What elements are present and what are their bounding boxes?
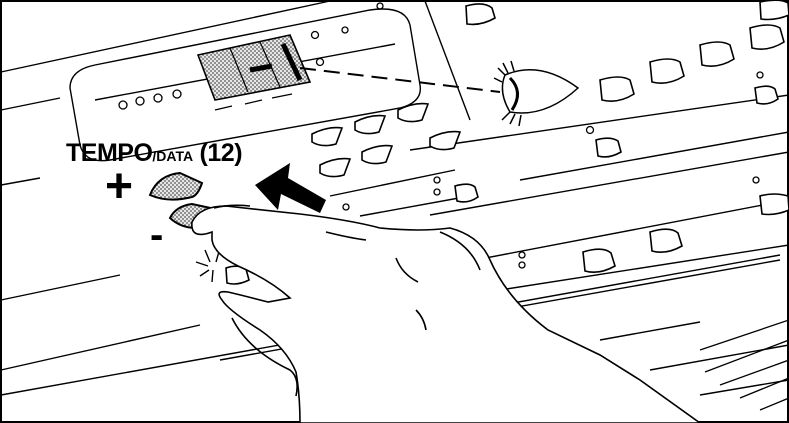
tempo-label-number: (12) xyxy=(193,139,242,167)
tempo-label-sub: /DATA xyxy=(152,148,193,164)
tempo-data-label: TEMPO/DATA (12) xyxy=(66,139,242,168)
plus-sign: + xyxy=(105,163,133,211)
minus-sign: - xyxy=(150,215,163,255)
